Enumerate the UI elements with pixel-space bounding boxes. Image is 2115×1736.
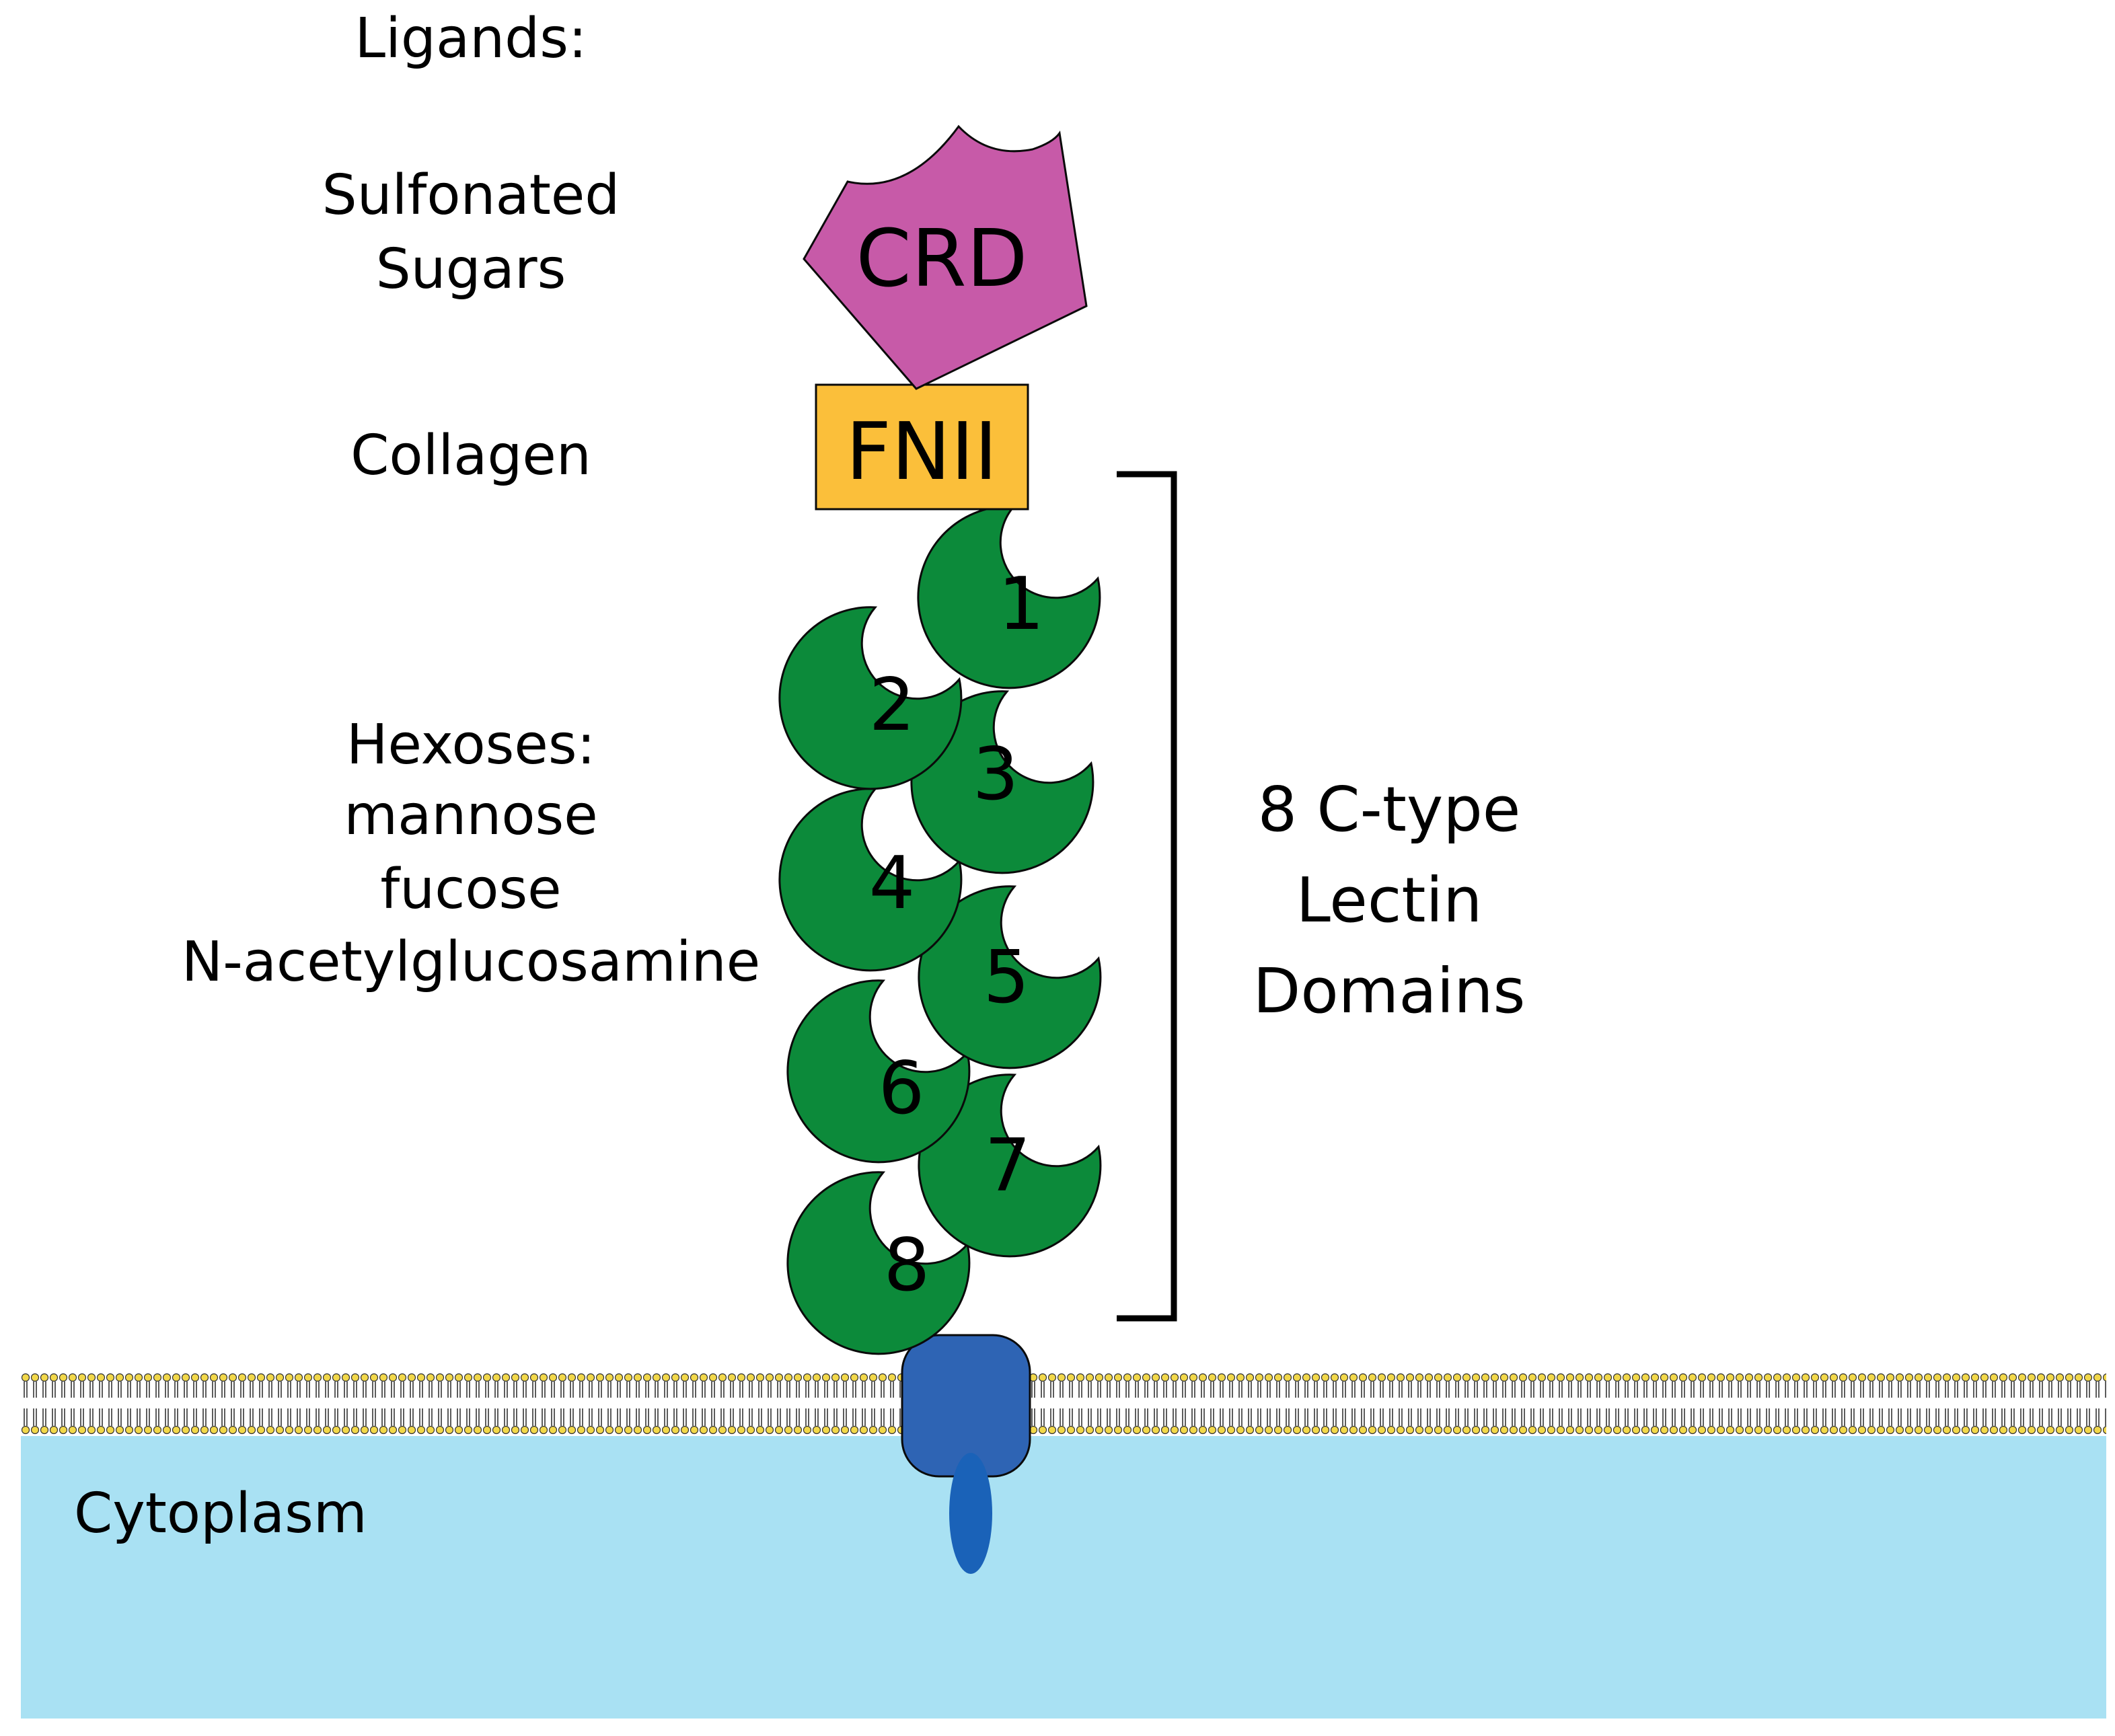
lectin-number-8: 8: [884, 1223, 930, 1308]
crd-label: CRD: [856, 212, 1027, 305]
hexoses-line-2: mannose: [344, 784, 597, 847]
cytoplasmic-tail: [949, 1453, 992, 1574]
lectin-number-7: 7: [985, 1124, 1031, 1208]
collagen-label: Collagen: [350, 424, 591, 488]
lectin-number-1: 1: [998, 562, 1045, 646]
cytoplasm-label: Cytoplasm: [74, 1482, 367, 1546]
bracket-label-line-1: 8 C-type: [1258, 773, 1521, 845]
crd-domain: [803, 124, 1088, 390]
lectin-number-4: 4: [869, 841, 916, 926]
lectin-number-5: 5: [984, 936, 1030, 1020]
lectin-bracket: [1117, 471, 1177, 1322]
hexoses-line-4: N-acetylglucosamine: [182, 930, 760, 994]
fnii-label: FNII: [846, 405, 998, 498]
bracket-label-line-3: Domains: [1253, 955, 1526, 1027]
lipid-bilayer: [21, 1372, 2106, 1439]
lectin-domains: [778, 505, 1102, 1355]
fnii-domain: [815, 383, 1029, 511]
sulfonated-line-2: Sugars: [376, 237, 566, 301]
hexoses-line-1: Hexoses:: [346, 713, 595, 777]
cytoplasm-region: [21, 1436, 2106, 1719]
bracket-label-line-2: Lectin: [1296, 864, 1483, 936]
lectin-number-2: 2: [869, 663, 916, 747]
lectin-number-3: 3: [973, 732, 1019, 817]
ligands-title: Ligands:: [355, 7, 587, 71]
hexoses-line-3: fucose: [380, 858, 561, 921]
sulfonated-line-1: Sulfonated: [322, 163, 620, 227]
lectin-number-6: 6: [879, 1047, 925, 1131]
